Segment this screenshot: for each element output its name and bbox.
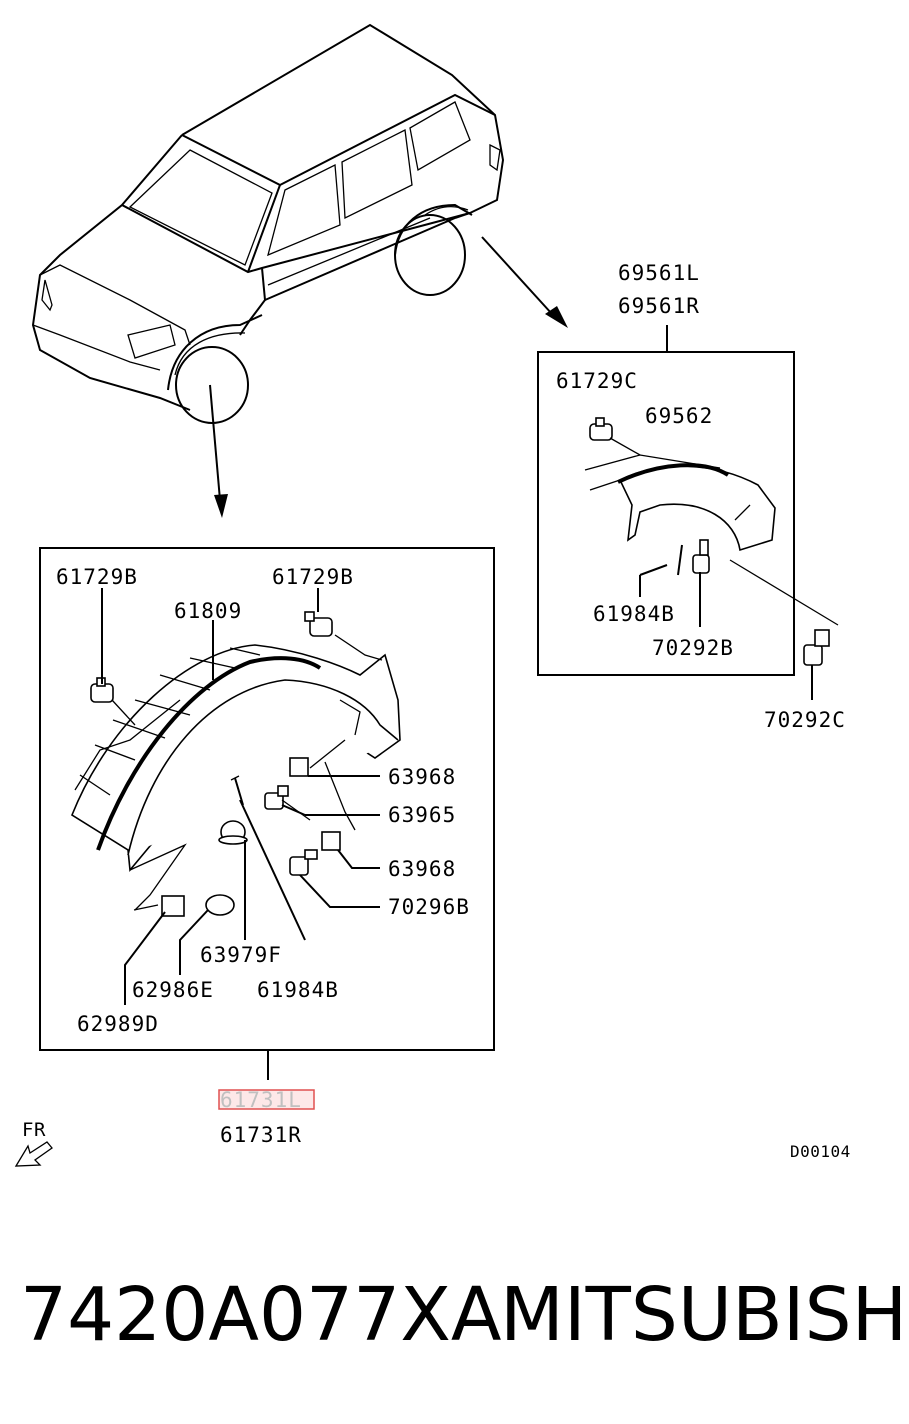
label-69561r: 69561R [618,294,700,318]
label-70292c: 70292C [764,708,846,732]
label-61984b-left: 61984B [257,978,339,1002]
rear-flare-assembly [537,325,839,676]
arrow-to-rear-flare [481,236,568,328]
label-63979f: 63979F [200,943,282,967]
screw-62986e-icon [205,894,235,916]
footer-brand: MITSUBISHI [500,1272,909,1358]
nut-62989d-icon [161,895,185,917]
clip-61729c-icon [589,417,613,441]
label-61731r: 61731R [220,1123,302,1147]
label-69561l: 69561L [618,261,700,285]
label-63968-b: 63968 [388,857,456,881]
fr-label: FR [22,1119,46,1141]
clip-61984b-right-icon [677,544,683,576]
clip-63968-a-icon [289,757,309,777]
label-70296b: 70296B [388,895,470,919]
label-61729c: 61729C [556,369,638,393]
front-arrow-icon [14,1141,53,1167]
label-61984b-right: 61984B [593,602,675,626]
clip-63968-b-icon [321,831,341,851]
label-70292b: 70292B [652,636,734,660]
clip-61729b-right-icon [304,611,333,637]
label-61809: 61809 [174,599,242,623]
label-63965: 63965 [388,803,456,827]
label-69562: 69562 [645,404,713,428]
vehicle-illustration [31,23,505,424]
bolt-63965-icon [264,785,289,810]
front-direction-indicator: FR [14,1119,53,1167]
bolt-70296b-icon [289,849,318,876]
part-labels: 69561L 69561R 61729C 69562 61984B 70292B… [56,261,846,1147]
label-62986e: 62986E [132,978,214,1002]
highlight-box-61731l [218,1089,315,1110]
label-63968-a: 63968 [388,765,456,789]
label-61729b-right: 61729B [272,565,354,589]
rivet-61984b-left-icon [230,775,244,806]
screw-70292b-icon [692,539,710,574]
footer-part-number: 7420A077XA [20,1272,502,1358]
label-61729b-left: 61729B [56,565,138,589]
arrow-to-front-flare [209,384,228,518]
diagram-code: D00104 [790,1142,851,1161]
label-62989d: 62989D [77,1012,159,1036]
front-flare-assembly [39,547,495,1080]
screw-70292c-icon [803,629,830,666]
label-61731l: 61731L [220,1088,302,1112]
clip-63979f-icon [218,820,248,845]
